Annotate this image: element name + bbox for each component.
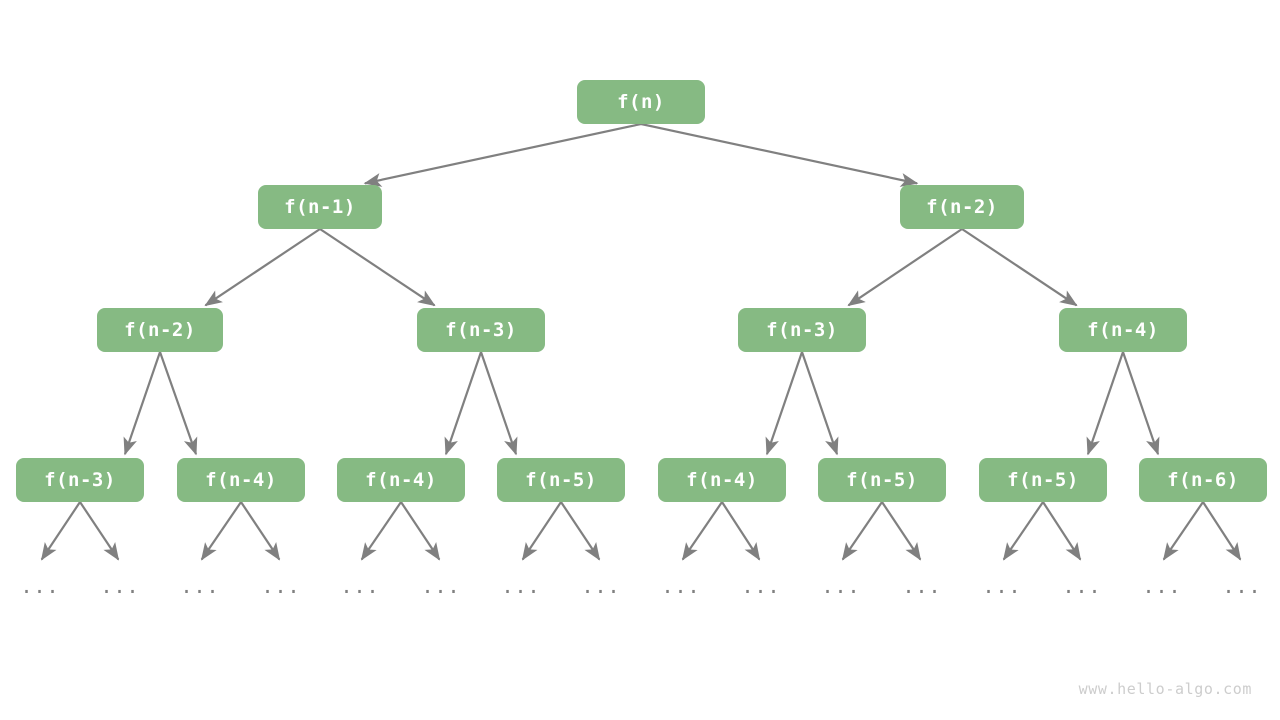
watermark: www.hello-algo.com: [1078, 680, 1252, 698]
edge-n1-to-n4: [319, 228, 436, 307]
edge-n10-to-ellipsis-7: [560, 501, 601, 561]
tree-node-fn-4: f(n-4): [658, 458, 786, 502]
tree-node-fn-5: f(n-5): [979, 458, 1107, 502]
edge-n6-to-n14: [1121, 351, 1160, 456]
edge-n12-to-ellipsis-10: [841, 501, 883, 561]
ellipsis-marker: ...: [100, 574, 140, 598]
edge-n10-to-ellipsis-6: [521, 501, 562, 561]
tree-node-fn-4: f(n-4): [177, 458, 305, 502]
tree-node-fn-4: f(n-4): [337, 458, 465, 502]
edge-n0-to-n1: [363, 122, 642, 187]
edge-n7-to-ellipsis-0: [40, 501, 81, 561]
edge-n2-to-n6: [961, 228, 1078, 307]
tree-node-fn-3: f(n-3): [16, 458, 144, 502]
tree-node-fn-5: f(n-5): [497, 458, 625, 502]
ellipsis-marker: ...: [1062, 574, 1102, 598]
ellipsis-marker: ...: [581, 574, 621, 598]
ellipsis-arrows: [40, 501, 1242, 561]
ellipsis-marker: ...: [821, 574, 861, 598]
ellipsis-marker: ...: [501, 574, 541, 598]
ellipsis-marker: ...: [340, 574, 380, 598]
tree-node-fn-1: f(n-1): [258, 185, 382, 229]
edge-n11-to-ellipsis-8: [681, 501, 723, 561]
edge-n8-to-ellipsis-2: [200, 501, 242, 561]
edge-n6-to-n13: [1086, 351, 1125, 456]
edge-n0-to-n2: [640, 122, 919, 187]
edge-n13-to-ellipsis-13: [1042, 501, 1082, 561]
edge-n12-to-ellipsis-11: [881, 501, 922, 561]
edge-n5-to-n12: [800, 351, 839, 456]
edge-n14-to-ellipsis-14: [1162, 501, 1204, 561]
ellipsis-marker: ...: [421, 574, 461, 598]
ellipsis-marker: ...: [261, 574, 301, 598]
edge-n9-to-ellipsis-5: [400, 501, 441, 561]
edge-n4-to-n9: [444, 351, 483, 456]
ellipsis-marker: ...: [902, 574, 942, 598]
tree-node-fn-6: f(n-6): [1139, 458, 1267, 502]
edge-n1-to-n3: [204, 228, 321, 307]
tree-node-fn: f(n): [577, 80, 705, 124]
edge-n9-to-ellipsis-4: [360, 501, 402, 561]
edge-n11-to-ellipsis-9: [721, 501, 761, 561]
tree-node-fn-4: f(n-4): [1059, 308, 1187, 352]
ellipsis-marker: ...: [20, 574, 60, 598]
tree-node-fn-5: f(n-5): [818, 458, 946, 502]
edge-n4-to-n10: [479, 351, 518, 456]
tree-node-fn-2: f(n-2): [900, 185, 1024, 229]
ellipsis-marker: ...: [741, 574, 781, 598]
edge-n13-to-ellipsis-12: [1002, 501, 1044, 561]
edge-n14-to-ellipsis-15: [1202, 501, 1242, 561]
ellipsis-marker: ...: [180, 574, 220, 598]
edge-n3-to-n7: [123, 351, 162, 456]
ellipsis-marker: ...: [982, 574, 1022, 598]
edge-paths: [123, 122, 1160, 456]
tree-node-fn-3: f(n-3): [417, 308, 545, 352]
edge-n8-to-ellipsis-3: [240, 501, 281, 561]
tree-node-fn-3: f(n-3): [738, 308, 866, 352]
edge-n2-to-n5: [847, 228, 963, 307]
ellipsis-marker: ...: [661, 574, 701, 598]
ellipsis-marker: ...: [1142, 574, 1182, 598]
edge-n3-to-n8: [158, 351, 198, 456]
edge-n7-to-ellipsis-1: [79, 501, 120, 561]
ellipsis-marker: ...: [1222, 574, 1262, 598]
tree-node-fn-2: f(n-2): [97, 308, 223, 352]
edge-n5-to-n11: [765, 351, 804, 456]
